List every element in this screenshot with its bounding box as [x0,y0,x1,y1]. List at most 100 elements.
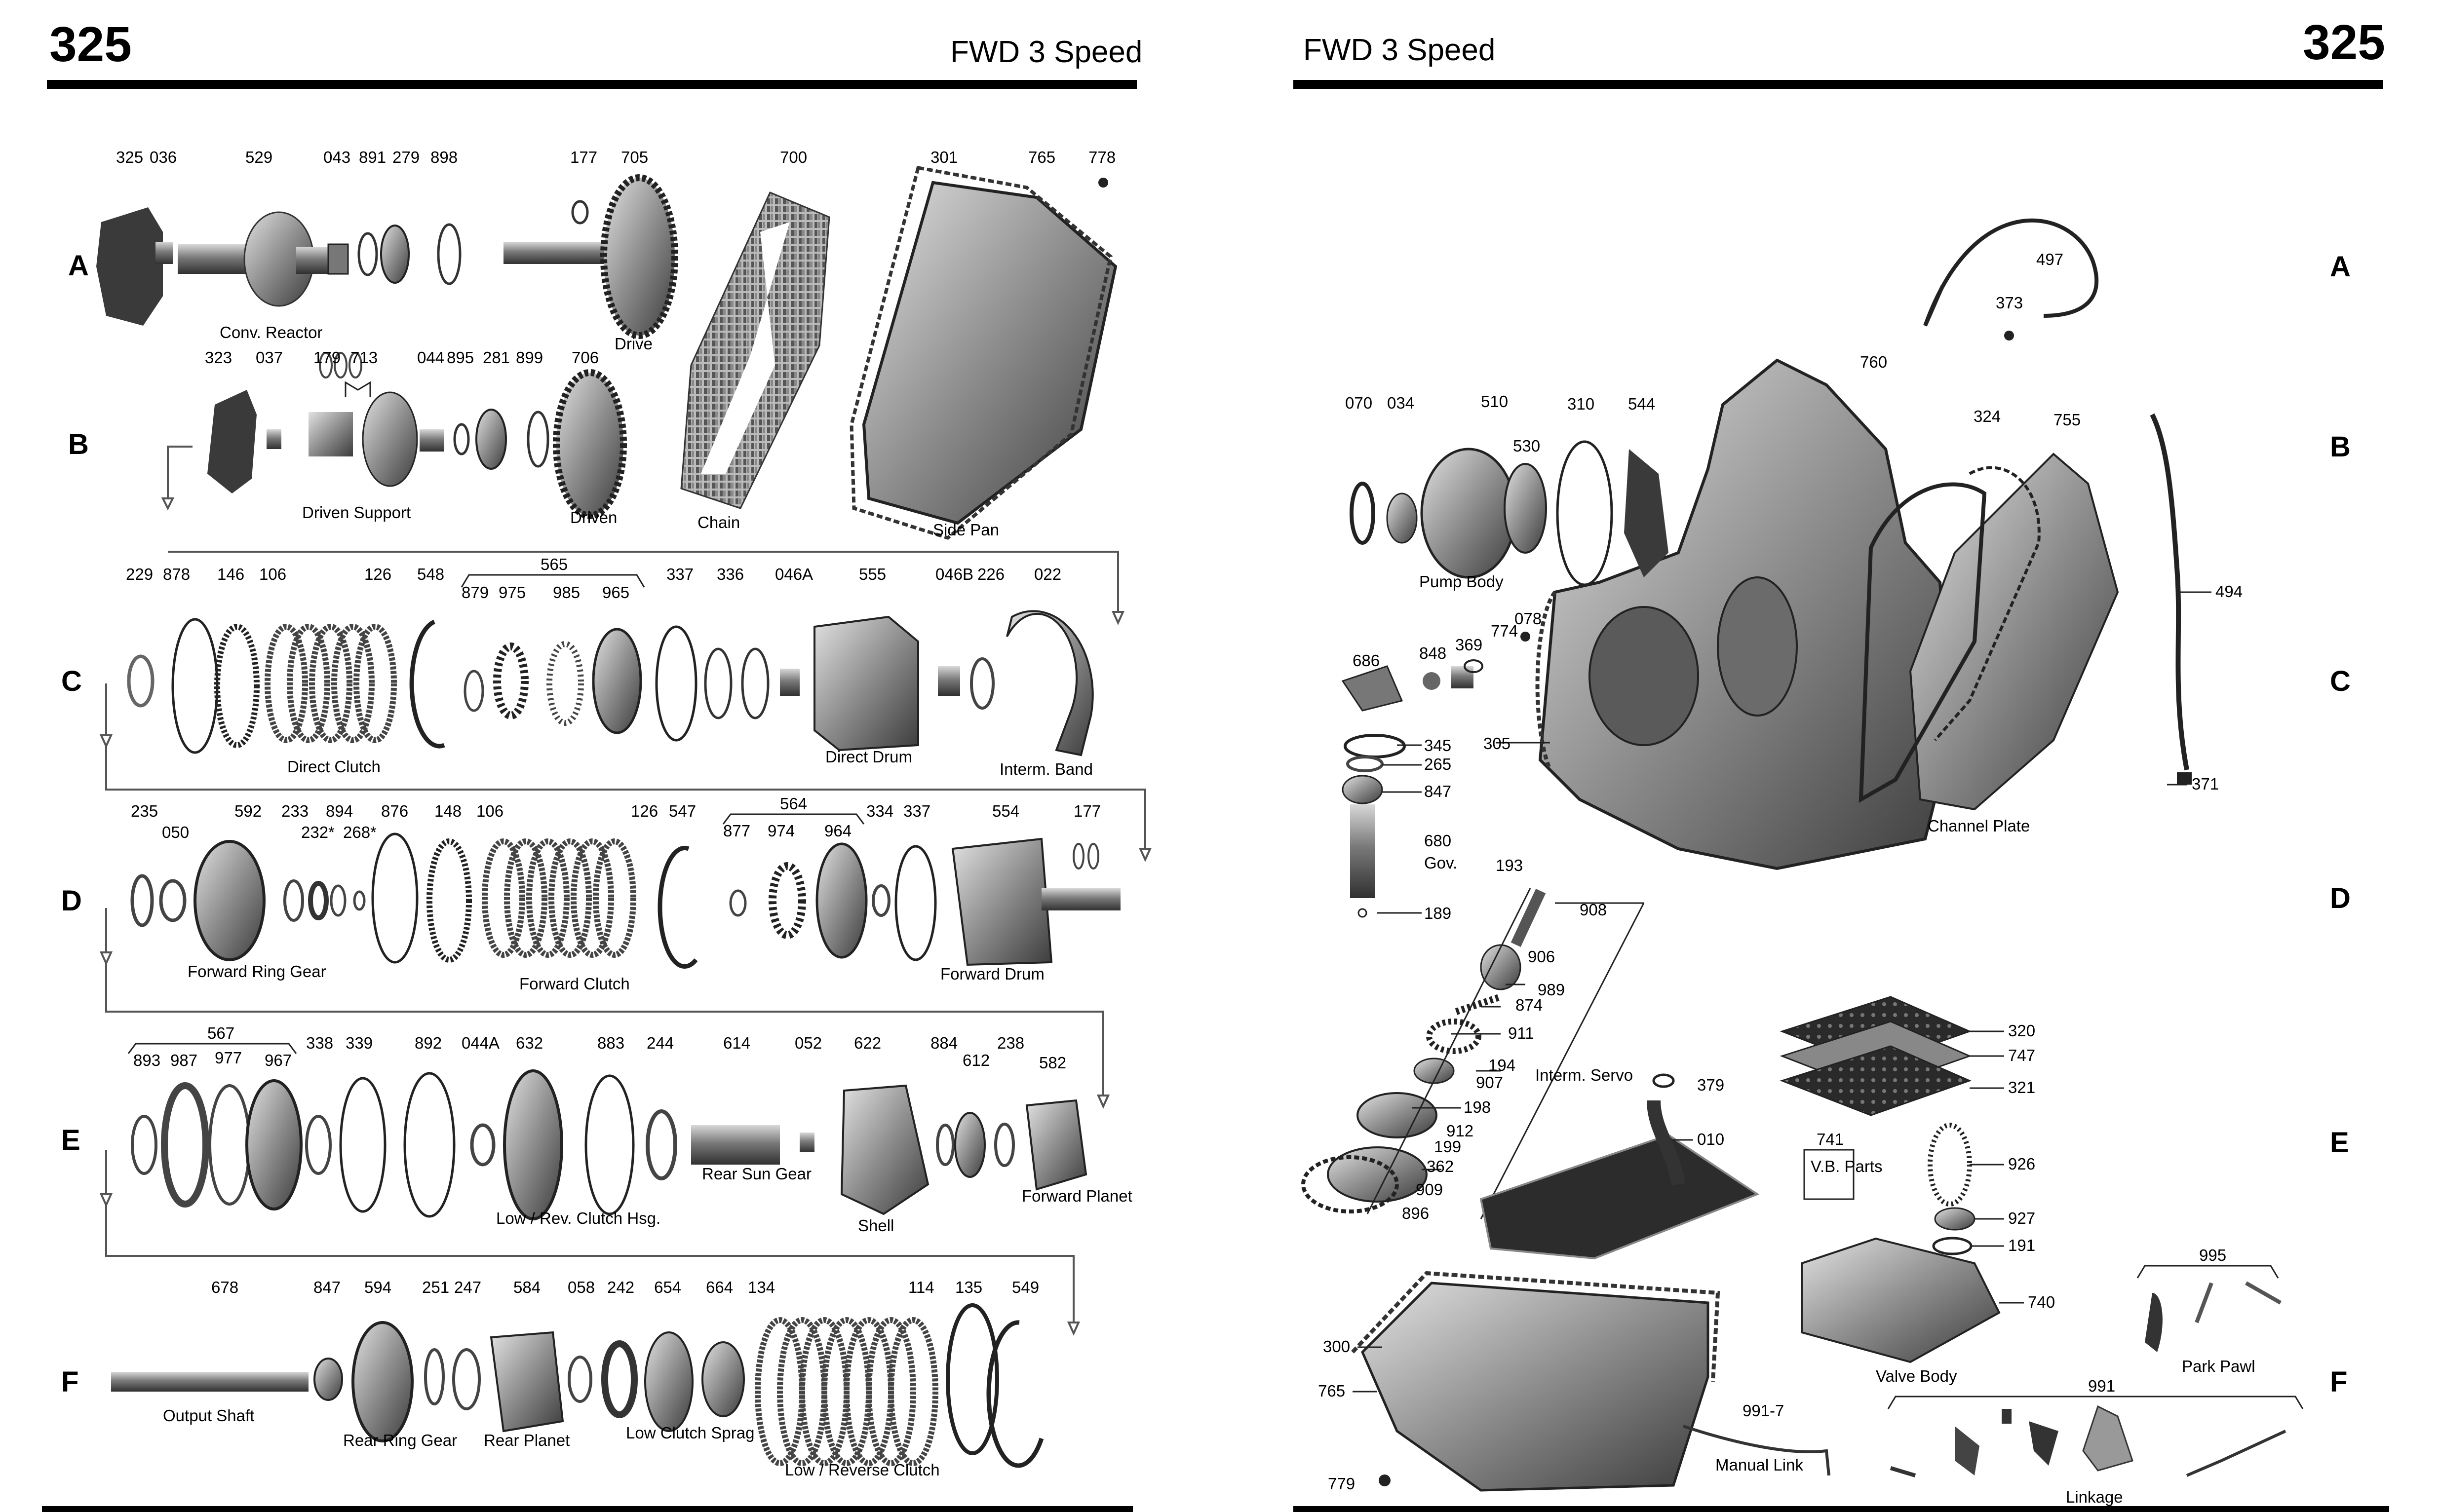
part-number: 189 [1424,904,1451,922]
part-number: 247 [454,1278,481,1296]
part-number: 226 [977,565,1005,583]
direct-drum-part [813,615,919,752]
part-number: 337 [903,802,930,820]
part-number: 567 [207,1024,234,1042]
part-number: 965 [602,583,629,602]
part-number: 555 [859,565,886,583]
part-number: 058 [568,1278,595,1296]
part-number: 300 [1323,1337,1350,1356]
shell-part [840,1084,930,1215]
part-number: 044A [462,1034,500,1052]
part-number: 891 [359,148,386,166]
part-number: 909 [1416,1180,1443,1199]
part-number: 622 [854,1034,881,1052]
left-row-letters: A B C D E F [61,250,89,1398]
low-rev-clutch-hsg-part [503,1069,563,1220]
part-number: 760 [1860,353,1887,371]
part-caption: Gov. [1424,854,1457,872]
part-number: 078 [1514,609,1542,628]
row-letter-b-right: B [2330,431,2351,463]
part-number: 975 [499,583,526,602]
part-caption: Side Pan [933,521,999,539]
row-d-parts [130,832,1121,969]
part-number: 135 [955,1278,982,1296]
part-number: 334 [866,802,893,820]
part-number: 893 [133,1051,160,1069]
part-number: 194 [1488,1056,1515,1074]
group-brackets [127,381,865,1054]
part-number: 680 [1424,832,1451,850]
part-number: 847 [1424,782,1451,800]
part-number: 964 [824,822,852,840]
part-number: 906 [1528,947,1555,966]
part-number: 892 [415,1034,442,1052]
flow-arrowheads [99,497,1152,1336]
part-number: 899 [516,348,543,367]
part-caption: Rear Planet [484,1431,570,1449]
part-number: 310 [1567,395,1594,413]
part-number: 046A [775,565,813,583]
row-letter-d-right: D [2330,882,2351,914]
part-number: 686 [1353,651,1380,670]
governor-part [1350,804,1375,898]
oil-pump-cover-part [96,207,163,326]
part-caption: Low Clutch Sprag [626,1424,754,1442]
part-number: 898 [430,148,458,166]
oil-pan-part [1361,1282,1709,1492]
part-caption: Pump Body [1419,572,1504,591]
part-number: 989 [1538,981,1565,999]
rear-sun-gear-part [691,1125,780,1165]
part-caption: Forward Ring Gear [188,962,326,981]
part-caption: Linkage [2066,1488,2123,1506]
part-number: 369 [1455,636,1482,654]
part-number: 564 [780,794,807,813]
part-number: 678 [211,1278,238,1296]
part-caption: Interm. Servo [1535,1066,1633,1084]
side-pan-gasket-part [850,165,1113,540]
part-number: 664 [706,1278,733,1296]
row-letter-a-right: A [2330,251,2351,283]
drive-sprocket-part [600,174,678,339]
part-number: 345 [1424,736,1451,755]
part-number: 884 [930,1034,958,1052]
linkage-part [2082,1405,2133,1472]
row-letter-f-right: F [2330,1366,2347,1398]
part-caption: Manual Link [1715,1456,1803,1474]
right-row-letters: A B C D E F [2330,251,2351,1398]
right-part-numbers: 497 373 760 070 034 510 530 310 544 324 … [1318,250,2243,1493]
part-number: 362 [1427,1157,1454,1175]
park-pawl-part [2145,1293,2163,1352]
part-number: 070 [1345,394,1372,412]
part-number: 320 [2008,1021,2035,1040]
row-letter-c: C [61,665,82,697]
part-caption: Direct Drum [825,748,912,766]
part-number: 324 [1974,407,2001,425]
part-number: 281 [483,348,510,367]
part-number: 547 [669,802,696,820]
part-caption: Channel Plate [1928,817,2030,835]
part-number: 879 [462,583,489,602]
part-number: 037 [256,348,283,367]
part-number: 265 [1424,755,1451,773]
part-caption: Rear Ring Gear [343,1431,457,1449]
part-number: 235 [131,802,158,820]
part-number: 497 [2036,250,2063,268]
part-caption: Interm. Band [1000,760,1093,778]
part-number: 908 [1580,901,1607,919]
rear-planet-part [490,1331,564,1433]
part-number: 325 [116,148,143,166]
part-number: 148 [434,802,462,820]
part-caption: Rear Sun Gear [702,1165,812,1183]
part-number: 755 [2053,411,2081,429]
part-caption: Forward Clutch [519,975,630,993]
part-number: 549 [1012,1278,1039,1296]
part-number: 967 [265,1051,292,1069]
part-number: 582 [1039,1054,1066,1072]
left-footer-rule [42,1506,1133,1512]
driven-sprocket-part [553,369,627,519]
part-number: 198 [1464,1098,1491,1116]
part-number: 193 [1496,856,1523,874]
part-number: 774 [1491,622,1518,640]
part-caption: Drive [615,335,653,353]
